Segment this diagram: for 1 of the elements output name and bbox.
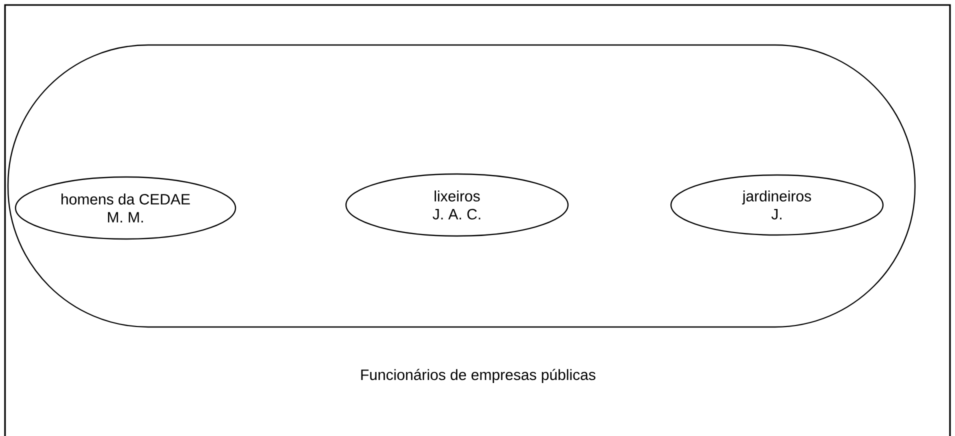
node-label: Funcionários de empresas públicas <box>361 368 596 384</box>
